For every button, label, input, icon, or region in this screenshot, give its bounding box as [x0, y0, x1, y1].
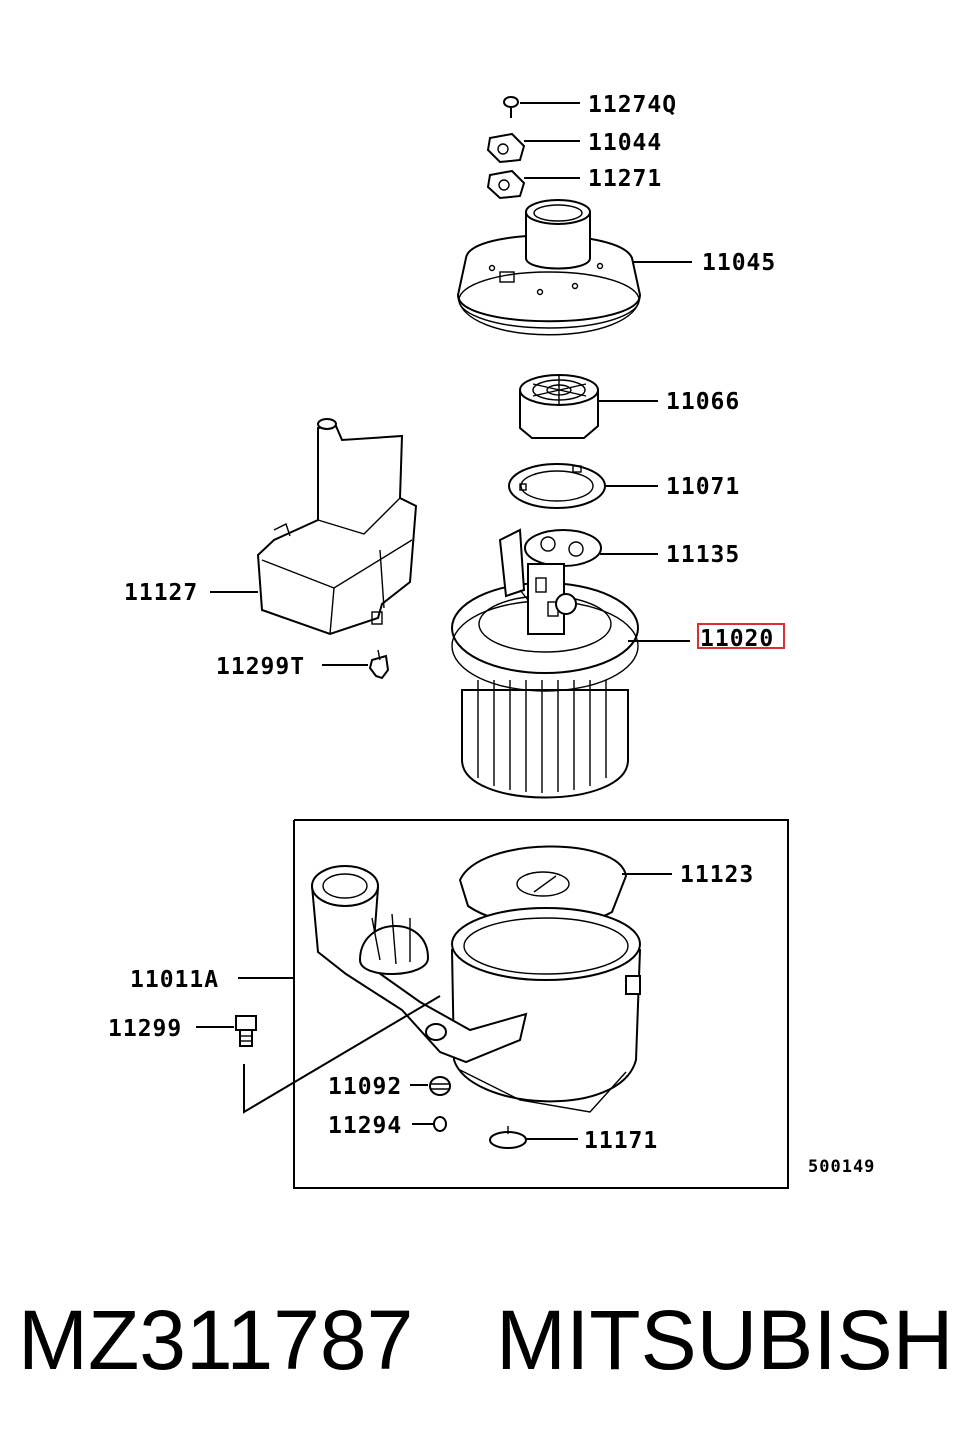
callout-11045[interactable]: 11045 [702, 250, 776, 276]
part-11271-gasket [486, 169, 526, 200]
callout-11135[interactable]: 11135 [666, 542, 740, 568]
part-11171-valve [489, 1126, 527, 1149]
callout-11092[interactable]: 11092 [328, 1074, 402, 1100]
callout-11299T[interactable]: 11299T [216, 654, 305, 680]
brand-name: MITSUBISHI [496, 1293, 960, 1387]
part-11071-gasket [508, 463, 606, 509]
part-11066-element [519, 374, 599, 439]
part-11044-bracket [486, 132, 526, 164]
part-11135-bracket-assembly [498, 528, 602, 635]
lower-assembly-frame [293, 819, 789, 1189]
part-11274Q-screw [503, 96, 519, 118]
part-number: MZ311787 [18, 1293, 414, 1387]
part-11127-intake-duct [256, 418, 418, 636]
callout-11071[interactable]: 11071 [666, 474, 740, 500]
callout-11011A[interactable]: 11011A [130, 967, 219, 993]
callout-11044[interactable]: 11044 [588, 130, 662, 156]
callout-11294[interactable]: 11294 [328, 1113, 402, 1139]
callout-11299[interactable]: 11299 [108, 1016, 182, 1042]
callout-11271[interactable]: 11271 [588, 166, 662, 192]
part-11045-cover [456, 199, 642, 336]
callout-11020[interactable]: 11020 [700, 626, 774, 652]
callout-11066[interactable]: 11066 [666, 389, 740, 415]
callout-11123[interactable]: 11123 [680, 862, 754, 888]
callout-11020-highlight [697, 623, 785, 649]
callout-11171[interactable]: 11171 [584, 1128, 658, 1154]
bolt-location-pointer [243, 995, 441, 1114]
part-11299-bolt [235, 1015, 257, 1047]
part-footer: MZ311787 MITSUBISHI [18, 1292, 960, 1392]
callout-11274Q[interactable]: 11274Q [588, 92, 677, 118]
part-11299T-clip [368, 649, 390, 680]
figure-reference: 500149 [808, 1157, 875, 1177]
callout-11127[interactable]: 11127 [124, 580, 198, 606]
part-11011A-lower-case [310, 865, 642, 1113]
part-11092-nut [429, 1076, 451, 1096]
part-11294-washer [433, 1116, 447, 1132]
